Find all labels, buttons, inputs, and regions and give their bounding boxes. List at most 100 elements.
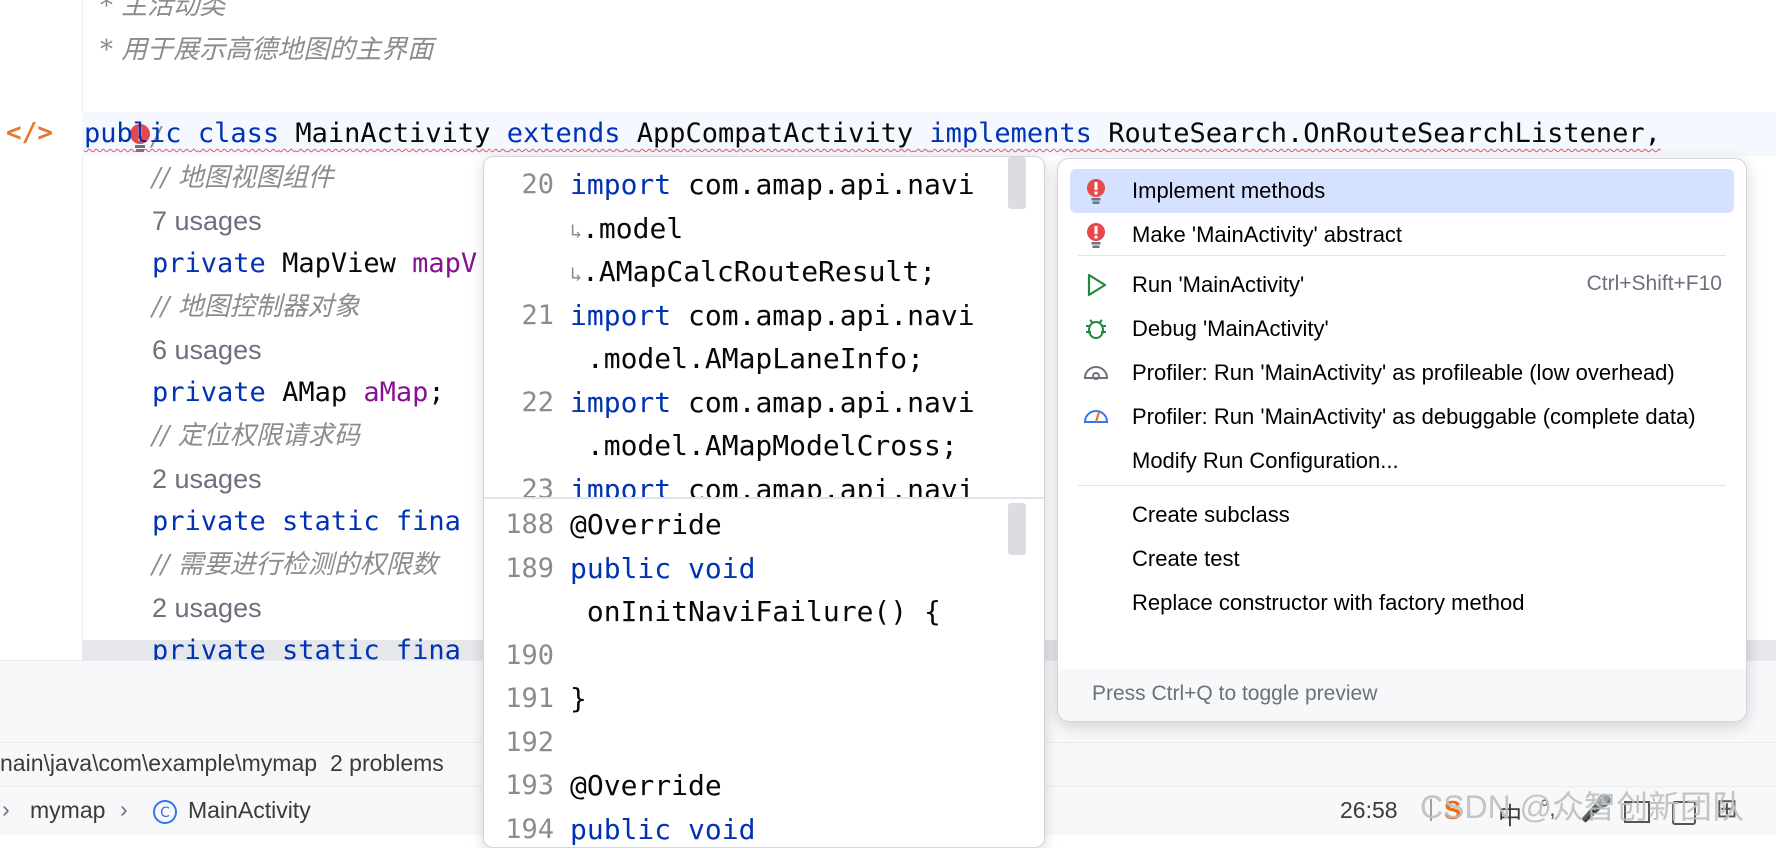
profiler-debug-icon — [1082, 403, 1110, 431]
preview-code-line: public void — [570, 812, 756, 846]
preview-code-line: @Override — [570, 508, 722, 541]
class-icon: C — [153, 800, 177, 824]
debug-icon — [1082, 315, 1110, 343]
field-line: private static fina — [152, 506, 461, 537]
comment-line: // 需要进行检测的权限数 — [152, 550, 438, 580]
editor-gutter: </> — [0, 0, 83, 660]
comment-line: // 地图视图组件 — [152, 163, 334, 193]
preview-scrollbar[interactable] — [1008, 503, 1026, 555]
preview-code-line: import com.amap.api.navi — [570, 385, 975, 419]
profiler-icon — [1082, 359, 1110, 387]
menu-item-label: Replace constructor with factory method — [1132, 590, 1525, 615]
wrap-continuation-icon: ↳ — [570, 262, 583, 286]
error-bulb-icon — [1082, 221, 1110, 249]
run-icon — [1082, 271, 1110, 299]
menu-item[interactable]: Debug 'MainActivity' — [1070, 307, 1734, 351]
preview-code-line: onInitNaviFailure() { — [570, 595, 941, 628]
menu-item[interactable]: Create subclass — [1070, 493, 1734, 537]
comment-line: // 定位权限请求码 — [152, 421, 360, 451]
caret-line-highlight — [82, 112, 1776, 156]
preview-line-number: 21 — [521, 299, 554, 331]
problems-path: nain\java\com\example\mymap — [0, 750, 318, 776]
code-preview-popup: 20 import com.amap.api.navi ↳.model ↳.AMapC… — [483, 156, 1045, 848]
wrap-continuation-icon: ↳ — [570, 218, 583, 243]
preview-line-number: 191 — [505, 683, 554, 714]
caret-position[interactable]: 26:58 — [1340, 797, 1398, 823]
preview-divider — [484, 497, 1044, 499]
preview-top-section: 20 import com.amap.api.navi ↳.model ↳.AMapC… — [484, 157, 1044, 497]
preview-line-number: 193 — [505, 770, 554, 801]
menu-item-label: Run 'MainActivity' — [1132, 272, 1305, 297]
grid-icon[interactable]: ⊞ — [1716, 793, 1738, 823]
preview-line-number: 22 — [521, 386, 554, 418]
menu-item-label: Make 'MainActivity' abstract — [1132, 222, 1403, 247]
menu-item-label: Profiler: Run 'MainActivity' as profilea… — [1132, 360, 1675, 385]
intention-actions-menu: Press Ctrl+Q to toggle preview Implement… — [1057, 158, 1747, 722]
preview-code-line: .model.AMapLaneInfo; — [570, 342, 925, 375]
menu-item[interactable]: Profiler: Run 'MainActivity' as debuggab… — [1070, 395, 1734, 439]
preview-line-number: 23 — [521, 473, 554, 498]
menu-separator — [1078, 255, 1726, 256]
comment-end-line: / — [98, 70, 161, 203]
menu-item[interactable]: Make 'MainActivity' abstract — [1070, 213, 1734, 257]
menu-item[interactable]: Run 'MainActivity' Ctrl+Shift+F10 — [1070, 263, 1734, 307]
menu-item-label: Create subclass — [1132, 502, 1290, 527]
menu-item-label: Modify Run Configuration... — [1132, 448, 1399, 473]
preview-line-number: 192 — [505, 726, 554, 758]
status-separator: | — [1428, 795, 1434, 821]
preview-code-line: ↳.model — [570, 211, 684, 245]
watermark: CSDN @众智创新团队 — [1420, 789, 1745, 825]
menu-footer-hint: Press Ctrl+Q to toggle preview — [1092, 682, 1378, 705]
menu-item-label: Debug 'MainActivity' — [1132, 316, 1329, 341]
punctuation-icon[interactable]: °, — [1540, 795, 1556, 821]
preview-bottom-section: 188 @Override 189 public void onInitNaviFai… — [484, 499, 1044, 847]
menu-item[interactable]: Replace constructor with factory method — [1070, 581, 1734, 625]
usages-hint[interactable]: 2 usages — [152, 593, 262, 623]
menu-separator — [1078, 485, 1726, 486]
menu-item-label: Implement methods — [1132, 178, 1326, 203]
preview-code-line: public void — [570, 551, 756, 585]
menu-footer: Press Ctrl+Q to toggle preview — [1058, 669, 1746, 721]
ime-language[interactable]: 中 — [1498, 803, 1522, 830]
error-bulb-icon — [1082, 177, 1110, 205]
breadcrumb-project[interactable]: mymap — [30, 797, 106, 823]
preview-line-number: 188 — [505, 509, 554, 540]
menu-item-label: Profiler: Run 'MainActivity' as debuggab… — [1132, 404, 1696, 429]
preview-code-line: import com.amap.api.navi — [570, 472, 975, 498]
preview-code-line: ↳.AMapCalcRouteResult; — [570, 255, 937, 288]
menu-item[interactable]: Create test — [1070, 537, 1734, 581]
breadcrumb-file[interactable]: MainActivity — [188, 797, 311, 823]
keyboard-icon[interactable] — [1624, 801, 1650, 823]
menu-item-label: Create test — [1132, 546, 1240, 571]
menu-item-shortcut: Ctrl+Shift+F10 — [1586, 272, 1722, 295]
usages-hint[interactable]: 6 usages — [152, 335, 262, 365]
preview-line-number: 190 — [505, 639, 554, 671]
comment-line: // 地图控制器对象 — [152, 292, 360, 322]
problems-count[interactable]: 2 problems — [330, 750, 444, 776]
usages-hint[interactable]: 7 usages — [152, 206, 262, 236]
error-bulb-icon[interactable] — [128, 123, 152, 153]
class-declaration-line: public class MainActivity extends AppCom… — [84, 118, 1661, 149]
preview-code-line: @Override — [570, 769, 722, 802]
chevron-right-icon: › — [2, 796, 10, 822]
html-tag-icon[interactable]: </> — [6, 118, 53, 148]
toolbox-icon[interactable] — [1672, 801, 1696, 825]
ime-logo-icon[interactable]: S — [1444, 795, 1462, 825]
menu-item[interactable]: Implement methods — [1070, 169, 1734, 213]
menu-item[interactable]: Modify Run Configuration... — [1070, 439, 1734, 483]
field-line: private AMap aMap; — [152, 377, 445, 408]
field-line: private static fina — [152, 635, 461, 660]
preview-code-line: .model.AMapModelCross; — [570, 429, 958, 462]
preview-code-line: import com.amap.api.navi — [570, 298, 975, 332]
usages-hint[interactable]: 2 usages — [152, 464, 262, 494]
preview-line-number: 20 — [521, 169, 554, 200]
comment-line: * 主活动类 — [100, 0, 226, 21]
preview-line-number: 194 — [505, 813, 554, 845]
microphone-icon[interactable]: 🎤 — [1580, 793, 1613, 823]
preview-scrollbar[interactable] — [1008, 157, 1026, 209]
preview-code-line: } — [570, 682, 587, 715]
comment-line: * 用于展示高德地图的主界面 — [100, 35, 434, 65]
preview-line-number: 189 — [505, 552, 554, 584]
menu-item[interactable]: Profiler: Run 'MainActivity' as profilea… — [1070, 351, 1734, 395]
chevron-right-icon: › — [120, 796, 128, 822]
